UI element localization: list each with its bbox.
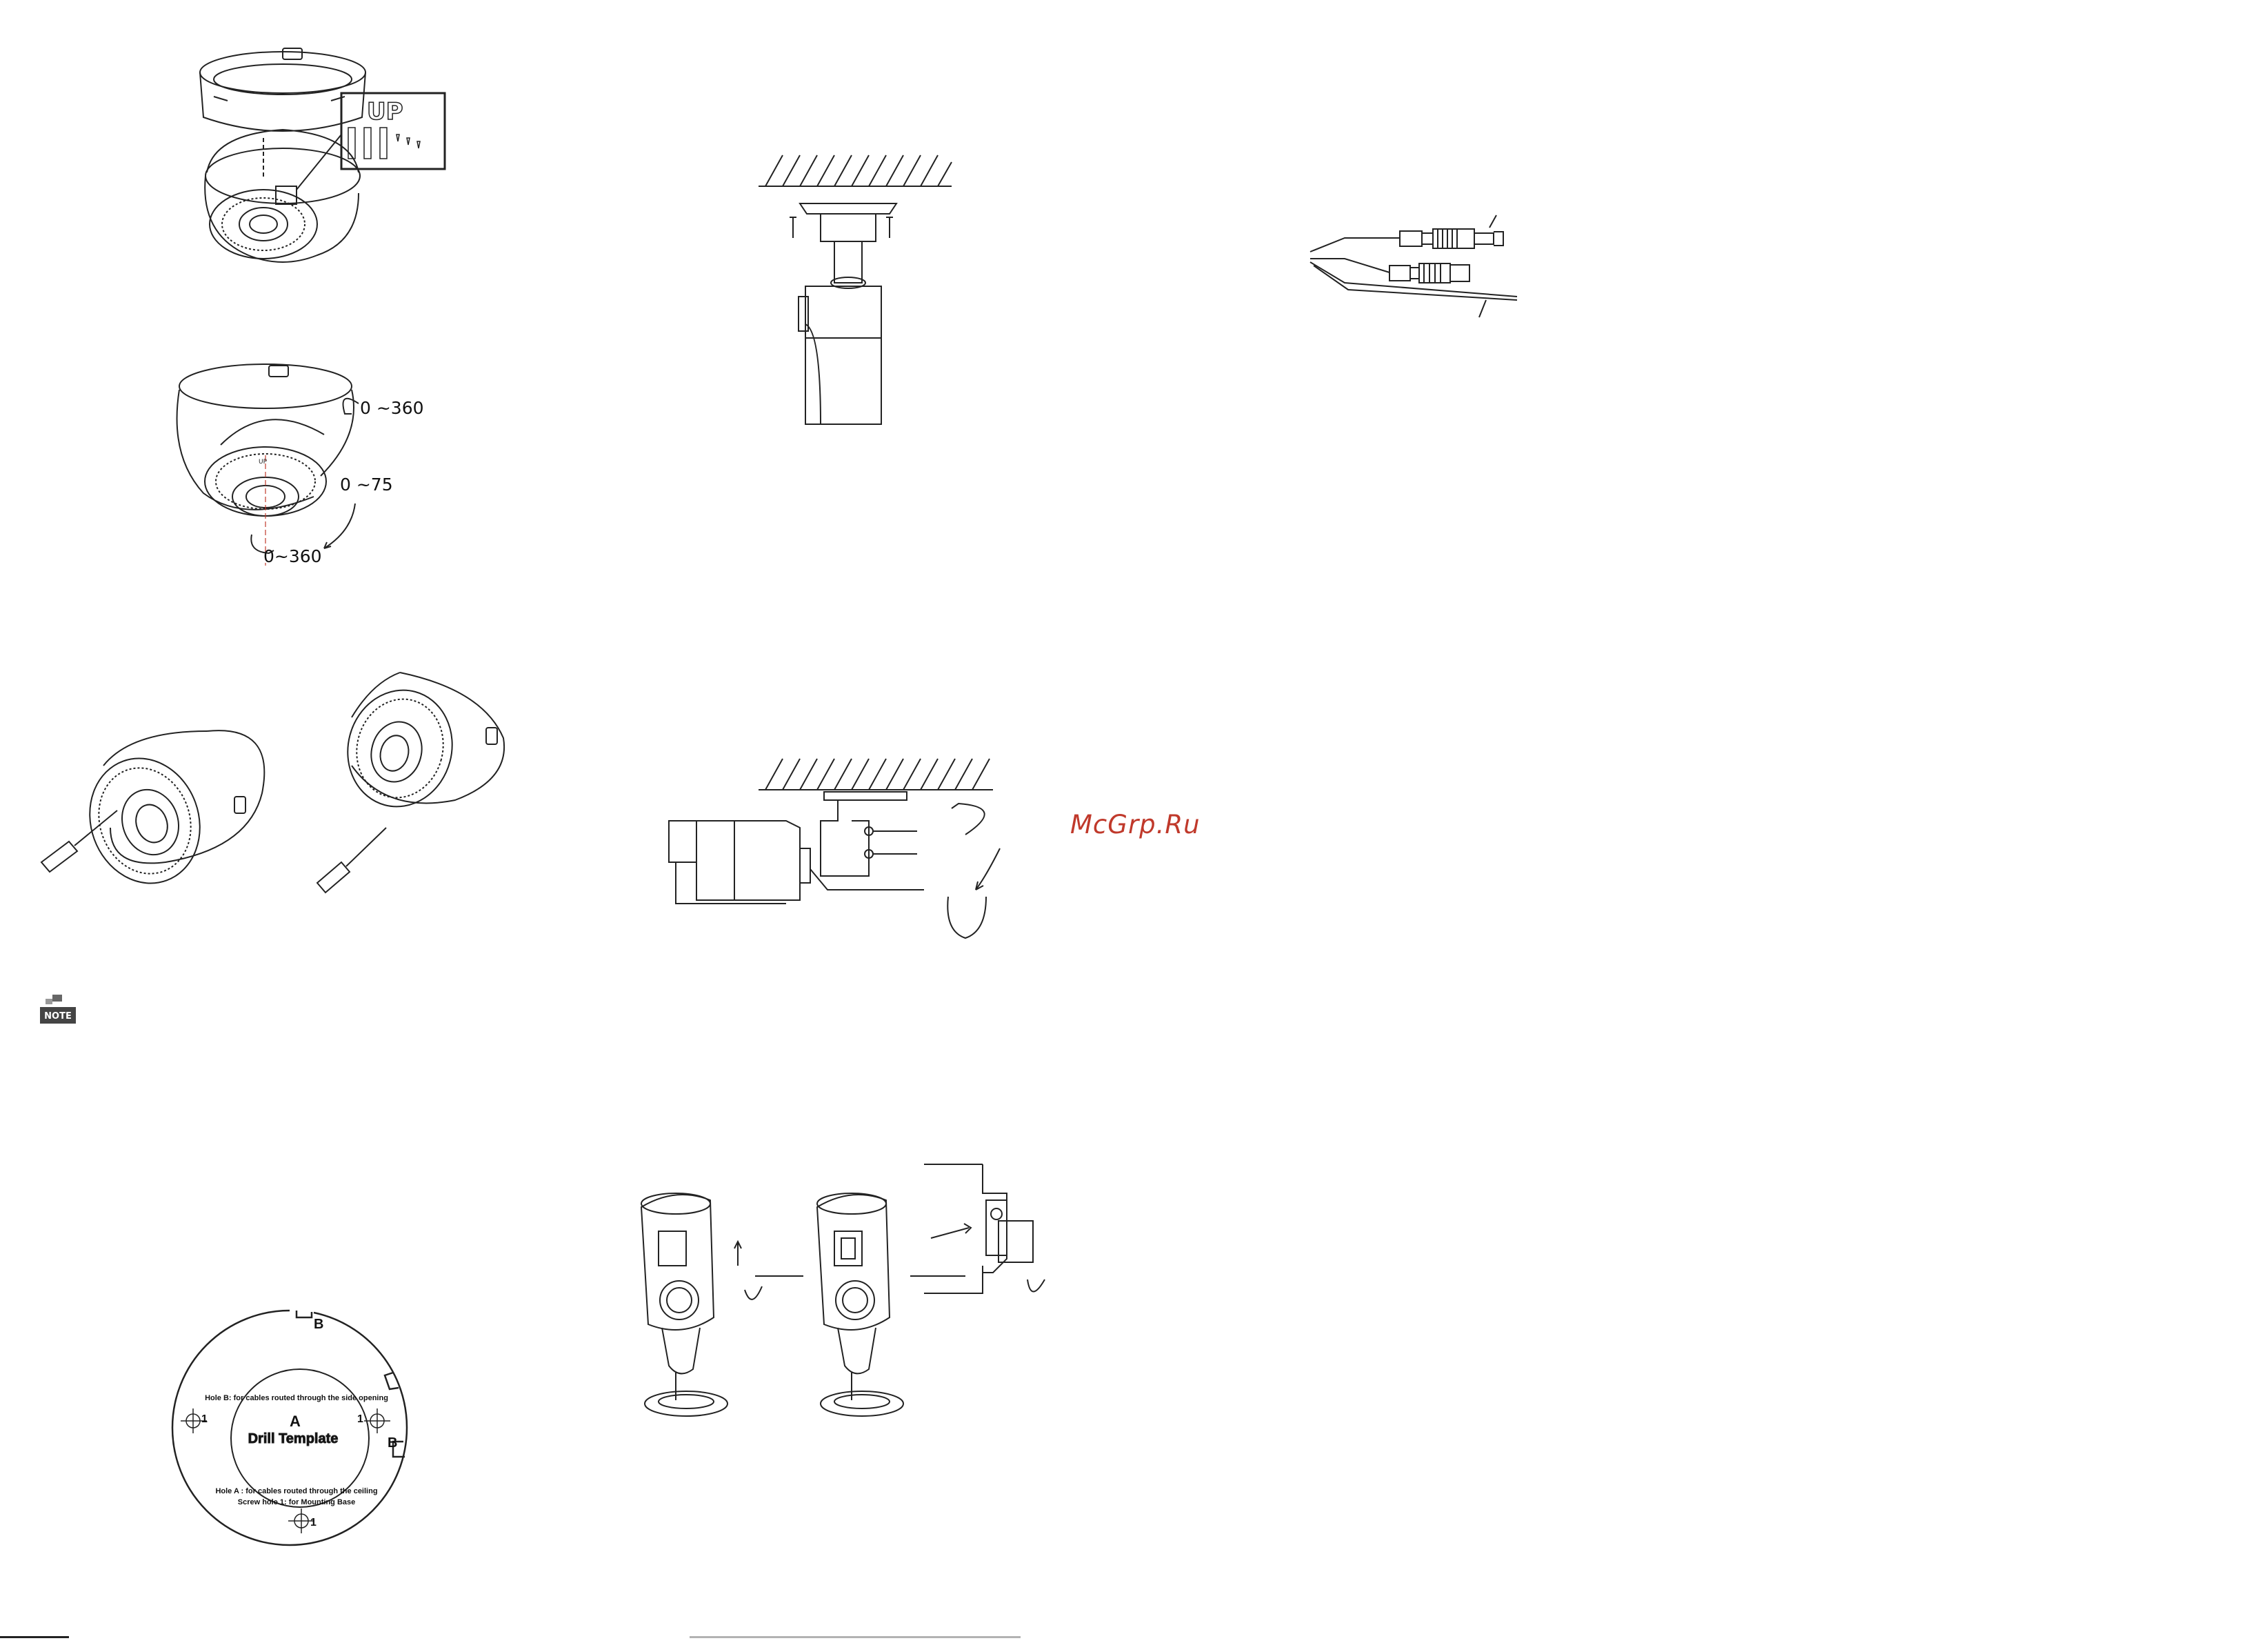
- dome-up-label: UP: [259, 459, 268, 466]
- template-letter-b-side: B: [388, 1435, 397, 1451]
- up-inset-label: UP: [367, 98, 403, 126]
- figure-drill-template: B B Hole B: for cables routed through th…: [165, 1304, 414, 1566]
- note-icon-label: NOTE: [44, 1011, 72, 1022]
- note-icon: NOTE: [39, 993, 79, 1028]
- figure-bullet-ceiling: [752, 152, 959, 428]
- template-mark-right: 1: [357, 1413, 363, 1425]
- figure-cable-diagram: [1296, 207, 1545, 331]
- footer-rule-left: [0, 1636, 69, 1638]
- template-mark-left: 1: [201, 1413, 208, 1425]
- footer-rule-mid: [690, 1636, 1021, 1638]
- rotation-angle-label: 0~360: [263, 546, 322, 566]
- figure-bullet-stands: [634, 1145, 1090, 1469]
- figure-bullet-adjust: [662, 752, 1021, 959]
- template-title: Drill Template: [248, 1431, 339, 1446]
- figure-dome-screwdrivers: [28, 662, 524, 897]
- template-center-letter: A: [290, 1413, 301, 1430]
- template-mark-bottom: 1: [310, 1517, 317, 1529]
- template-letter-b-top: B: [314, 1317, 323, 1332]
- template-hole-a-text: Hole A : for cables routed through the c…: [215, 1487, 377, 1495]
- pan-angle-label: 0 ~360: [360, 398, 424, 418]
- template-screw-hole-text: Screw hole 1: for Mounting Base: [238, 1498, 356, 1506]
- figure-dome-adjust: UP: [155, 359, 445, 566]
- tilt-angle-label: 0 ~75: [340, 475, 393, 495]
- template-hole-b-text: Hole B: for cables routed through the si…: [205, 1394, 388, 1402]
- figure-dome-install: UP: [186, 41, 448, 290]
- watermark: McGrp.Ru: [1070, 810, 1201, 839]
